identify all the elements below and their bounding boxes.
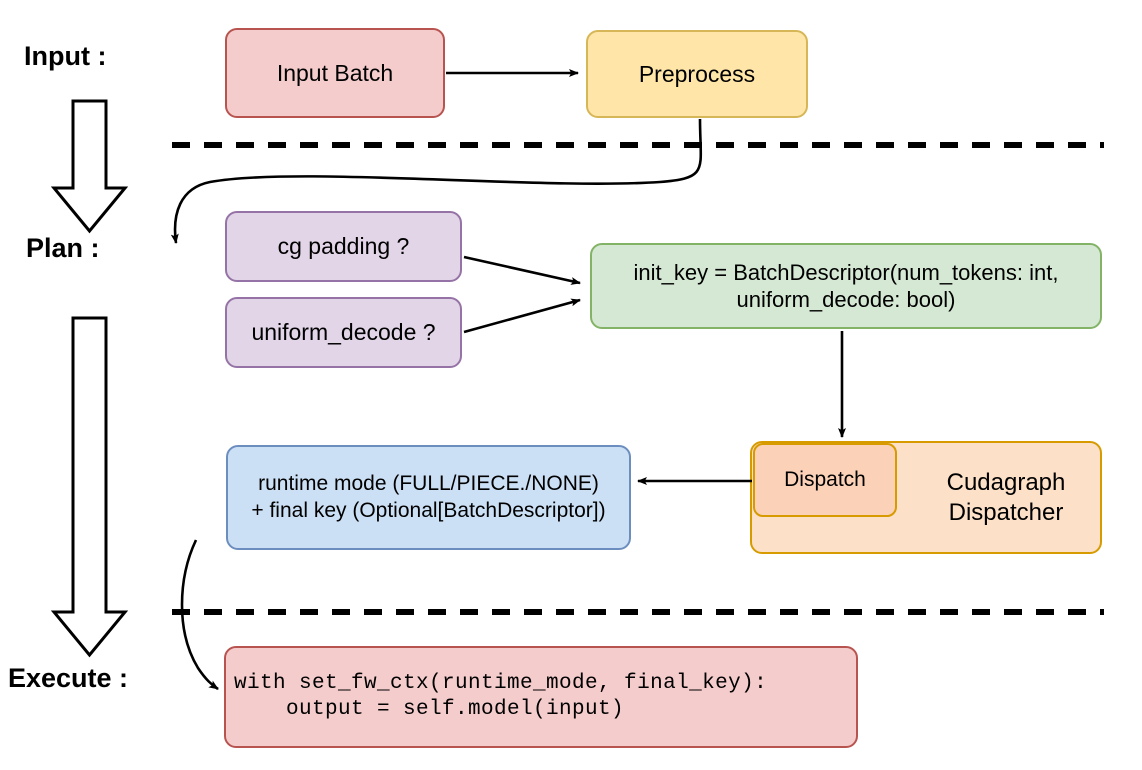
node-init-key-line-1: init_key = BatchDescriptor(num_tokens: i… [633, 259, 1059, 285]
block-arrow-input-to-plan [50, 99, 129, 234]
node-runtime-mode-line-2: + final key (Optional[BatchDescriptor]) [251, 498, 606, 522]
node-dispatch-label: Dispatch [784, 467, 866, 491]
node-input-batch[interactable]: Input Batch [225, 28, 445, 118]
node-dispatch[interactable]: Dispatch [753, 443, 897, 517]
node-init-key[interactable]: init_key = BatchDescriptor(num_tokens: i… [590, 243, 1102, 329]
node-preprocess-label: Preprocess [638, 60, 756, 87]
node-cudagraph-dispatcher-line-2: Dispatcher [948, 498, 1064, 526]
node-uniform-decode-label: uniform_decode ? [251, 319, 436, 346]
node-runtime-mode[interactable]: runtime mode (FULL/PIECE./NONE) + final … [226, 445, 631, 550]
node-init-key-line-2: uniform_decode: bool) [736, 287, 956, 312]
node-cg-padding[interactable]: cg padding ? [225, 211, 462, 282]
arrow-cg-padding-to-init-key [463, 255, 581, 285]
node-cg-padding-label: cg padding ? [277, 233, 410, 260]
execute-code-line-1: with set_fw_ctx(runtime_mode, final_key)… [234, 671, 768, 695]
node-execute-code[interactable]: with set_fw_ctx(runtime_mode, final_key)… [224, 646, 858, 748]
node-uniform-decode[interactable]: uniform_decode ? [225, 297, 462, 368]
node-preprocess[interactable]: Preprocess [586, 30, 808, 118]
stage-label-input: Input : [24, 41, 107, 71]
execute-code-line-2: output = self.model(input) [234, 698, 625, 721]
node-cudagraph-dispatcher-line-1: Cudagraph [946, 468, 1066, 496]
node-runtime-mode-line-1: runtime mode (FULL/PIECE./NONE) [258, 472, 599, 496]
stage-label-execute: Execute : [8, 663, 129, 693]
block-arrow-plan-to-execute [50, 316, 129, 658]
arrow-uniform-decode-to-init-key [463, 298, 581, 334]
node-input-batch-label: Input Batch [276, 59, 394, 86]
arrow-runtime-mode-to-execute-code [180, 539, 219, 691]
stage-label-plan: Plan : [26, 233, 100, 263]
